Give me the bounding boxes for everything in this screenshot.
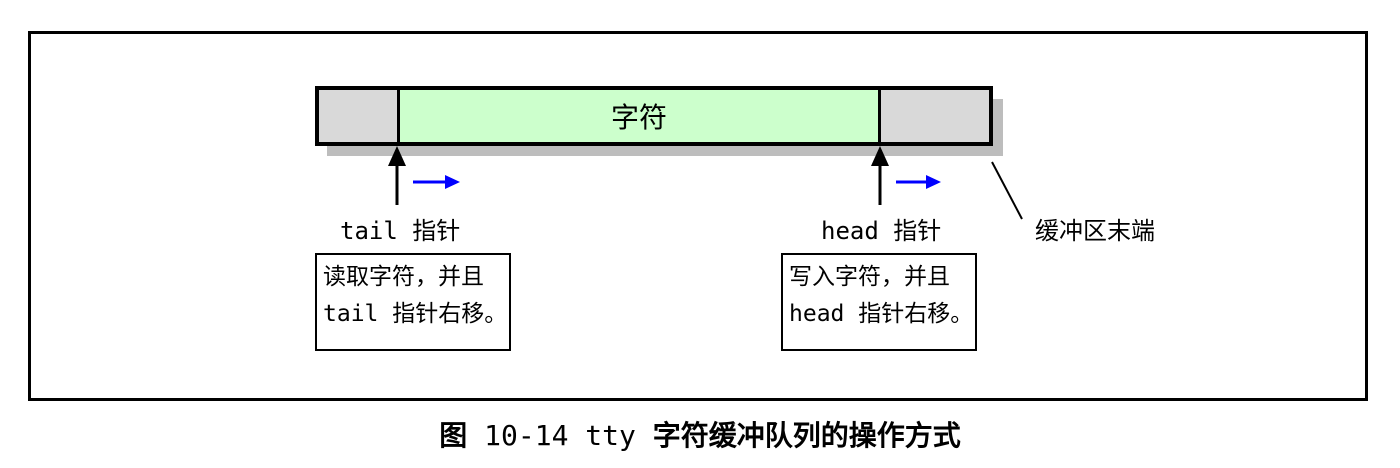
head-note: 写入字符，并且 head 指针右移。 <box>781 253 977 351</box>
head-move-arrow <box>896 175 941 189</box>
tail-pointer-label: tail 指针 <box>340 211 460 246</box>
buffer-empty-left <box>319 90 397 142</box>
head-pointer-name: head <box>821 217 879 245</box>
head-note-line2: head 指针右移。 <box>789 301 974 327</box>
caption-title: 字符缓冲队列的操作方式 <box>652 419 961 452</box>
tail-move-arrow <box>413 175 460 189</box>
caption-prefix: 图 <box>439 419 468 452</box>
buffer-end-label: 缓冲区末端 <box>1035 217 1155 245</box>
tail-note: 读取字符，并且 tail 指针右移。 <box>315 253 511 351</box>
figure-caption: 图 10-14 tty 字符缓冲队列的操作方式 <box>0 414 1400 454</box>
buffer-chars-segment: 字符 <box>397 90 881 142</box>
tail-note-line2: tail 指针右移。 <box>323 301 508 327</box>
buffer-empty-right <box>881 90 989 142</box>
tail-pointer-arrow <box>388 146 406 205</box>
tail-note-line1: 读取字符，并且 <box>323 264 484 290</box>
chars-label: 字符 <box>610 101 667 134</box>
tail-pointer-name: tail <box>340 217 398 245</box>
head-pointer-label: head 指针 <box>821 211 941 246</box>
head-pointer-arrow <box>871 146 889 205</box>
head-note-line1: 写入字符，并且 <box>789 264 950 290</box>
buffer-end-leader <box>991 161 1023 220</box>
tail-pointer-suffix: 指针 <box>412 217 461 245</box>
head-pointer-suffix: 指针 <box>893 217 942 245</box>
char-buffer: 字符 <box>315 86 993 146</box>
caption-number: 10-14 tty <box>484 419 636 452</box>
